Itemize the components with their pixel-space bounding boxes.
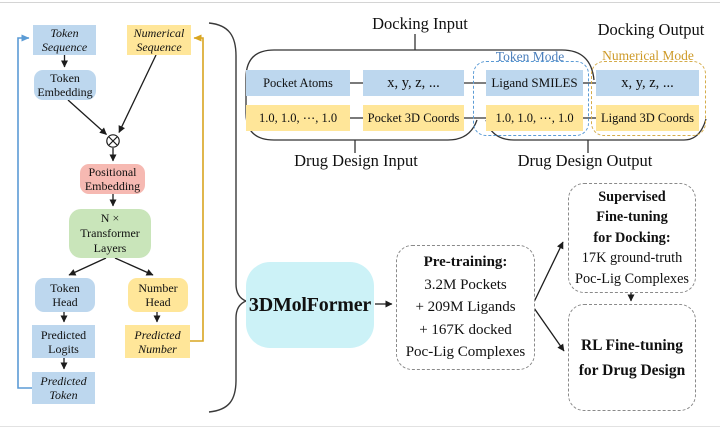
numerical-mode-frame <box>591 61 706 136</box>
box-line: Token <box>50 281 80 295</box>
box-line: Token <box>50 26 79 40</box>
box-line: Embedding <box>37 85 93 99</box>
pocket-atoms-box: Pocket Atoms <box>246 70 350 96</box>
docking-output-label: Docking Output <box>597 20 705 39</box>
token-head-box: Token Head <box>35 278 95 312</box>
bottom-frame-line <box>0 426 720 427</box>
box-line: Positional <box>88 165 137 179</box>
docking-input-label: Docking Input <box>372 14 468 33</box>
pipeline-arrows <box>375 241 635 352</box>
sequence-connectors <box>350 82 596 119</box>
pretraining-box: Pre-training: 3.2M Pockets + 209M Ligand… <box>396 245 535 370</box>
pocket-3d-coords-box: Pocket 3D Coords <box>363 105 464 131</box>
pretraining-line: + 209M Ligands <box>415 299 516 316</box>
box-line: Number <box>138 281 178 295</box>
box-line: N × <box>100 211 120 225</box>
token-mode-label: Token Mode <box>495 49 565 64</box>
predicted-token-box: Predicted Token <box>32 372 95 404</box>
numerical-sequence-box: Numerical Sequence <box>127 25 191 55</box>
pretraining-line: 3.2M Pockets <box>424 276 507 293</box>
numerical-mode-label: Numerical Mode <box>602 48 694 63</box>
token-mode-frame <box>473 61 589 136</box>
multiply-embed-icon <box>106 134 120 148</box>
top-frame-line <box>0 2 720 3</box>
ligand-mask-box: 1.0, 1.0, ⋯, 1.0 <box>486 105 583 131</box>
ligand-3d-coords-box: Ligand 3D Coords <box>596 105 699 131</box>
predicted-logits-box: Predicted Logits <box>32 325 95 358</box>
flowchart-arrows <box>60 54 161 370</box>
box-line: Embedding <box>84 179 141 193</box>
ligand-smiles-box: Ligand SMILES <box>486 70 583 96</box>
transformer-layers-box: N × Transformer Layers <box>69 209 151 258</box>
pretraining-line: + 167K docked <box>419 321 512 338</box>
box-line: Transformer <box>80 226 140 240</box>
token-embedding-box: Token Embedding <box>34 70 96 100</box>
pretraining-title: Pre-training: <box>423 254 508 271</box>
pretraining-line: Poc-Lig Complexes <box>405 344 526 361</box>
box-line: Predicted <box>40 327 87 342</box>
number-head-box: Number Head <box>128 278 188 312</box>
rl-title-line: RL Fine-tuning <box>580 336 684 354</box>
ligand-coords-placeholder-box: x, y, z, ... <box>596 70 699 96</box>
rl-title-line: for Drug Design <box>578 361 686 379</box>
drug-design-output-label: Drug Design Output <box>517 151 653 170</box>
rl-finetuning-box: RL Fine-tuning for Drug Design <box>568 304 696 411</box>
sft-title-line: Fine-tuning <box>596 209 668 226</box>
box-line: Head <box>52 295 78 309</box>
positional-embedding-box: Positional Embedding <box>80 164 145 194</box>
supervised-finetuning-box: Supervised Fine-tuning for Docking: 17K … <box>568 183 696 293</box>
box-line: Sequence <box>136 40 182 54</box>
sft-line: 17K ground-truth <box>581 250 683 267</box>
label-ticks <box>354 34 589 153</box>
box-line: Sequence <box>41 40 88 54</box>
sft-title-line: for Docking: <box>593 229 671 246</box>
sft-line: Poc-Lig Complexes <box>575 270 689 287</box>
drug-design-input-label: Drug Design Input <box>294 151 418 170</box>
predicted-number-box: Predicted Number <box>125 325 190 358</box>
box-line: Numerical <box>133 26 185 40</box>
box-line: Head <box>145 295 171 309</box>
token-sequence-box: Token Sequence <box>33 25 96 55</box>
box-line: Logits <box>48 341 79 356</box>
flowchart-brace <box>208 22 248 413</box>
number-feedback-loop <box>190 34 204 342</box>
pocket-coords-placeholder-box: x, y, z, ... <box>363 70 464 96</box>
token-feedback-loop <box>17 34 32 389</box>
model-name-box: 3DMolFormer <box>246 262 374 348</box>
box-line: Predicted <box>134 327 181 342</box>
box-line: Number <box>138 341 177 356</box>
box-line: Token <box>50 71 80 85</box>
box-line: Predicted <box>40 374 87 388</box>
box-line: Layers <box>93 241 127 255</box>
sft-title-line: Supervised <box>598 188 666 205</box>
pocket-mask-box: 1.0, 1.0, ⋯, 1.0 <box>246 105 350 131</box>
box-line: Token <box>49 388 78 402</box>
